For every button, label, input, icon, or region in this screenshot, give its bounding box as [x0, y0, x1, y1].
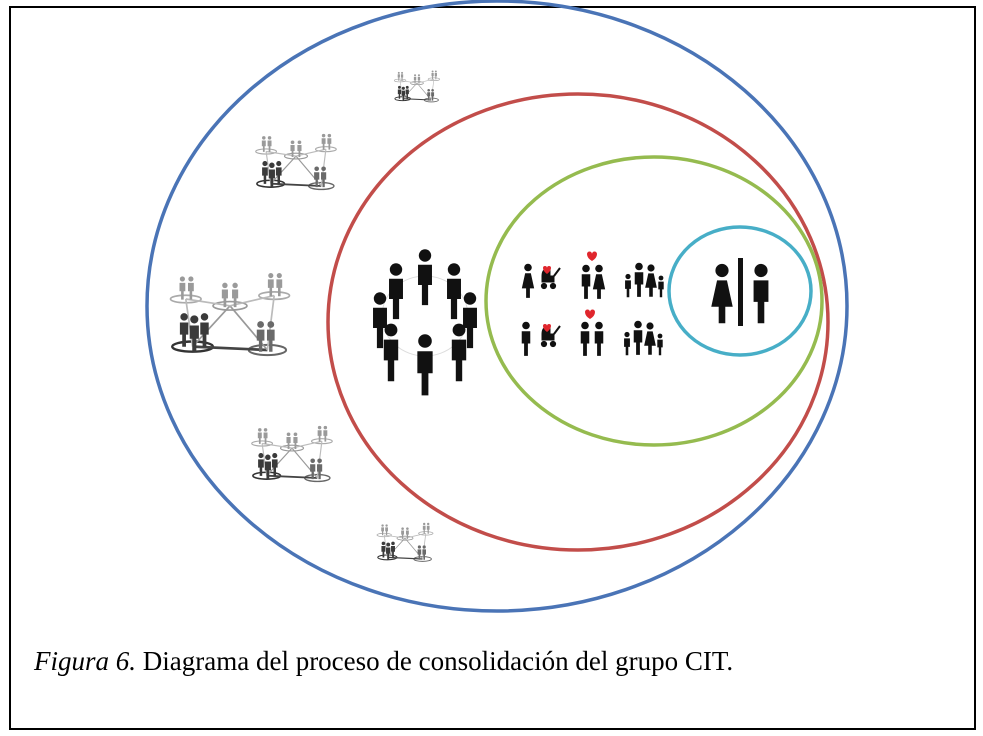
couple-ring	[667, 225, 813, 357]
people-circle-icon	[373, 249, 477, 396]
couple-with-heart-icon	[580, 309, 604, 356]
social-network-icon	[256, 134, 337, 190]
social-network-icon	[252, 426, 333, 482]
figure-caption: Figura 6. Diagrama del proceso de consol…	[34, 646, 733, 677]
woman-man-icon	[711, 258, 769, 326]
family-with-children-icon	[625, 262, 664, 298]
family-with-stroller-icon	[521, 321, 561, 356]
family-with-children-icon	[624, 320, 663, 356]
community-ring	[326, 92, 830, 552]
social-network-icon	[171, 273, 290, 355]
couple-with-heart-icon	[581, 251, 606, 299]
outer-ring	[145, 0, 849, 613]
social-network-icon	[377, 523, 433, 562]
family-with-stroller-icon	[521, 263, 561, 298]
family-ring	[484, 155, 824, 447]
social-network-icon	[394, 71, 440, 102]
figure-label: Figura 6.	[34, 646, 137, 676]
caption-text: Diagrama del proceso de consolidación de…	[136, 646, 734, 676]
